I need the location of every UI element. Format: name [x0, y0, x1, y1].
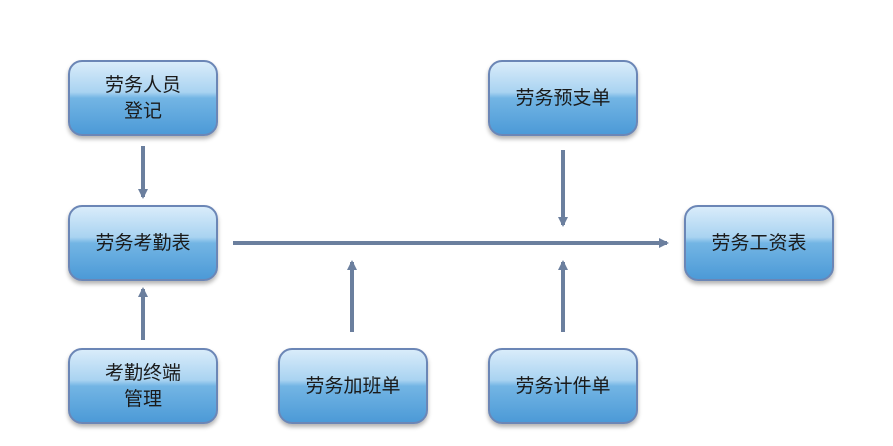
node-label: 劳务加班单 [305, 375, 401, 397]
node-labor-registration[interactable]: 劳务人员 登记 [68, 60, 218, 136]
node-label: 考勤终端 管理 [104, 362, 181, 410]
node-attendance-terminal[interactable]: 考勤终端 管理 [68, 348, 218, 424]
node-label: 劳务人员 登记 [104, 74, 181, 122]
node-labor-payroll[interactable]: 劳务工资表 [684, 205, 834, 281]
node-label: 劳务计件单 [515, 375, 611, 397]
node-labor-overtime[interactable]: 劳务加班单 [278, 348, 428, 424]
node-labor-advance[interactable]: 劳务预支单 [488, 60, 638, 136]
node-label: 劳务预支单 [515, 87, 611, 109]
node-labor-attendance[interactable]: 劳务考勤表 [68, 205, 218, 281]
node-labor-piecework[interactable]: 劳务计件单 [488, 348, 638, 424]
node-label: 劳务工资表 [711, 232, 807, 254]
node-label: 劳务考勤表 [95, 232, 191, 254]
